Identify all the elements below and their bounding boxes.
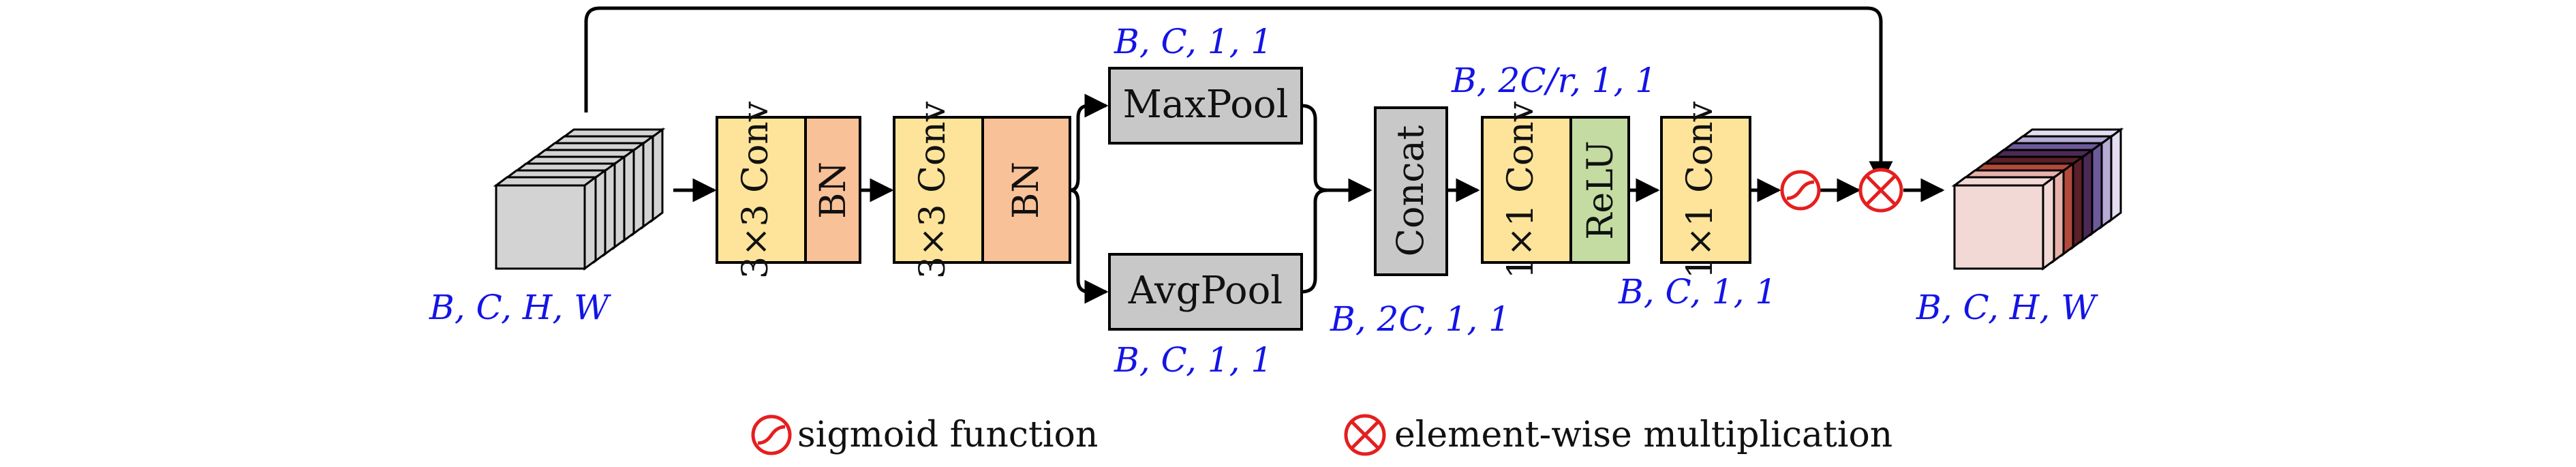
arrow-block2-to-maxpool [1069,93,1109,192]
arrow-avgpool-to-concat [1301,188,1328,294]
input-feature-cube [493,127,666,271]
input-slice [493,175,599,271]
conv-3x3-label-1: 3×3 Conv [735,101,776,279]
output-slice [1951,175,2057,271]
conv-1x1-label-2: 1×1 Conv [1680,101,1721,279]
maxpool-label: MaxPool [1122,82,1288,127]
output-feature-cube [1951,127,2124,271]
bn-label-2: BN [1006,162,1047,219]
conv-bn-block-2: 3×3 Conv BN [893,101,1071,279]
block4-dims-label: B, C, 1, 1 [1618,272,1777,312]
legend-multiply-label: element-wise multiplication [1394,415,1892,455]
concat-dims-label: B, 2C, 1, 1 [1330,299,1510,339]
conv-bn-block-1: 3×3 Conv BN [716,101,861,279]
conv-relu-block: B, 2C/r, 1, 1 1×1 Conv ReLU [1451,61,1657,279]
bn-box-2 [981,116,1071,264]
arrow-block2-to-avgpool [1069,188,1109,304]
conv-1x1-box-2 [1660,116,1751,264]
maxpool-dims-label: B, C, 1, 1 [1114,22,1272,61]
conv-1x1-block: 1×1 Conv B, C, 1, 1 [1618,101,1777,312]
output-dims-label: B, C, H, W [1916,288,2098,327]
skip-connection-arrow [584,6,1893,185]
relu-box [1569,116,1630,264]
conv-1x1-box-1 [1481,116,1572,264]
concat-box [1374,106,1448,276]
connectors [584,6,1945,304]
maxpool-block: B, C, 1, 1 MaxPool [1108,22,1303,145]
avgpool-box [1108,253,1303,331]
conv-3x3-box-2 [893,116,984,264]
legend-multiply-icon [1344,414,1386,456]
multiply-icon [1858,168,1903,213]
legend-sigmoid-icon [751,415,792,455]
conv-3x3-label-2: 3×3 Conv [913,101,953,279]
bn-box-1 [804,116,861,264]
legend: sigmoid function element-wise multiplica… [751,414,1892,456]
input-dims-label: B, C, H, W [429,288,611,327]
maxpool-box [1108,67,1303,145]
avgpool-dims-label: B, C, 1, 1 [1114,340,1272,380]
block3-dims-label: B, 2C/r, 1, 1 [1451,61,1657,100]
bn-label-1: BN [813,162,854,219]
concat-label: Concat [1389,125,1432,256]
avgpool-block: AvgPool B, C, 1, 1 [1108,253,1303,380]
conv-1x1-label-1: 1×1 Conv [1501,101,1542,279]
arrow-maxpool-to-concat [1301,104,1373,202]
avgpool-label: AvgPool [1128,269,1283,313]
sigmoid-icon [1780,170,1821,211]
legend-sigmoid-label: sigmoid function [797,415,1098,455]
relu-label: ReLU [1580,140,1621,239]
concat-block: Concat B, 2C, 1, 1 [1330,106,1510,339]
